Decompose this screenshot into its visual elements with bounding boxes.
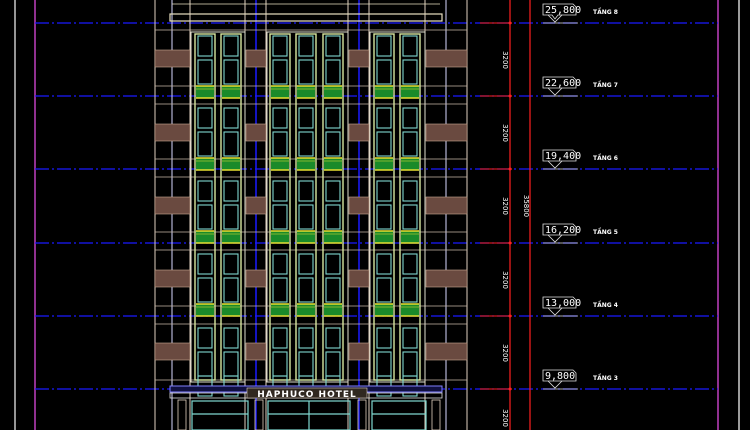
floor-label: TẦNG 6 (593, 153, 618, 162)
level-marker-tang-7[interactable]: 22,600 TẦNG 7 (542, 76, 618, 97)
dim-floor-7: 3200 (501, 124, 509, 142)
elevation-value: 9,800 (545, 371, 575, 382)
elevation-value: 13,000 (545, 298, 581, 309)
window-columns (194, 33, 421, 397)
building-facade: HAPHUCO HOTEL (154, 0, 468, 430)
dim-floor-4: 3200 (501, 344, 509, 362)
dim-floor-8: 3200 (501, 51, 509, 69)
floor-label: TẦNG 5 (593, 227, 618, 236)
elevation-value: 16,200 (545, 225, 581, 236)
dimension-lines (480, 0, 531, 430)
dimension-labels: 3200 3200 3200 3200 3200 3200 35800 (501, 51, 530, 427)
elevation-value: 25,800 (545, 5, 581, 16)
floor-label: TẦNG 3 (593, 373, 618, 382)
dim-total-height: 35800 (522, 195, 530, 217)
floor-label: TẦNG 8 (593, 7, 618, 16)
level-marker-tang-6[interactable]: 19,400 TẦNG 6 (542, 149, 618, 170)
elevation-value: 19,400 (545, 151, 581, 162)
dim-floor-5: 3200 (501, 271, 509, 289)
level-marker-tang-5[interactable]: 16,200 TẦNG 5 (542, 223, 618, 244)
level-marker-tang-3[interactable]: 9,800 TẦNG 3 (542, 369, 618, 390)
level-marker-tang-8[interactable]: 25,800 TẦNG 8 (542, 3, 618, 24)
hotel-sign (246, 387, 368, 399)
level-marker-tang-4[interactable]: 13,000 TẦNG 4 (542, 296, 618, 317)
hotel-sign-text: HAPHUCO HOTEL (257, 390, 357, 400)
dim-floor-6: 3200 (501, 197, 509, 215)
level-markers: 25,800 TẦNG 8 22,600 TẦNG 7 19,400 TẦNG … (542, 3, 618, 390)
elevation-value: 22,600 (545, 78, 581, 89)
floor-label: TẦNG 7 (593, 80, 618, 89)
dim-floor-3: 3200 (501, 409, 509, 427)
floor-label: TẦNG 4 (593, 300, 618, 309)
